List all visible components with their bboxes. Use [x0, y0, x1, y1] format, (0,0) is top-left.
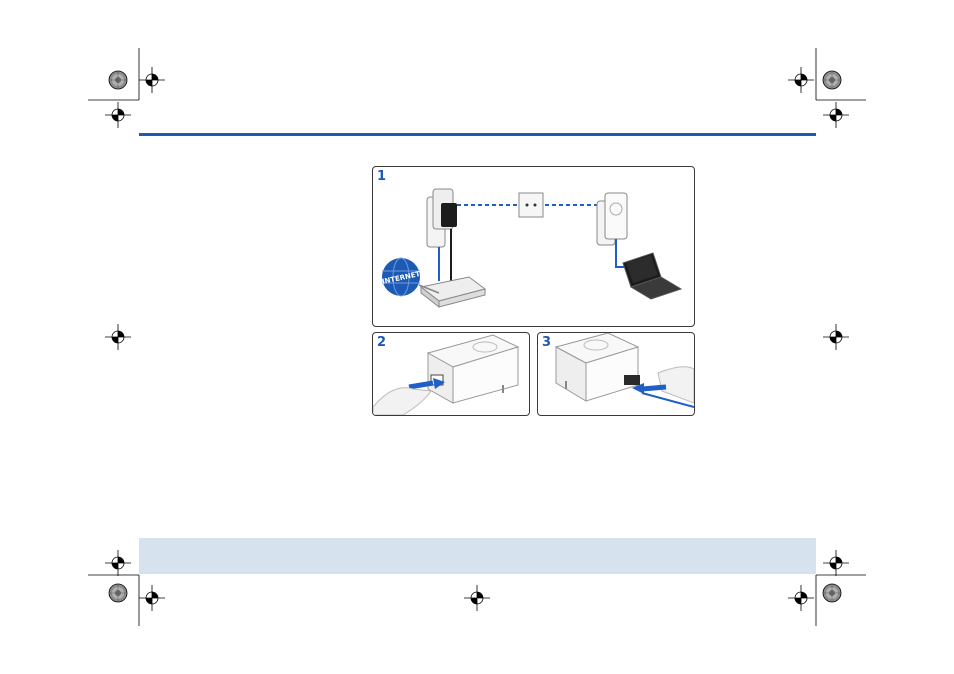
internet-globe-icon: INTERNET [381, 257, 421, 297]
insert-arrow-icon [641, 384, 667, 392]
step-3-illustration [554, 333, 694, 408]
router-icon [419, 276, 487, 309]
hand-icon [373, 387, 432, 415]
header-rule [139, 133, 816, 136]
insert-arrow-icon [408, 380, 434, 390]
laptop-icon [622, 252, 683, 300]
adapter-icon [426, 334, 520, 404]
hand-icon [657, 366, 694, 404]
adapter-right-icon [596, 192, 628, 246]
panel-step-3: 3 [537, 332, 695, 416]
network-diagram: INTERNET [381, 188, 683, 309]
wall-socket-icon [518, 192, 544, 218]
panel-number: 1 [377, 169, 387, 184]
step-2-illustration [373, 334, 520, 415]
panel-number: 2 [377, 335, 387, 350]
panel-network-overview: 1 [372, 166, 695, 327]
panel-step-2: 2 [372, 332, 530, 416]
adapter-left-icon [426, 188, 457, 248]
adapter-icon [554, 333, 640, 402]
panel-number: 3 [542, 335, 552, 350]
cable-icon [641, 392, 694, 408]
footer-band [139, 538, 816, 574]
